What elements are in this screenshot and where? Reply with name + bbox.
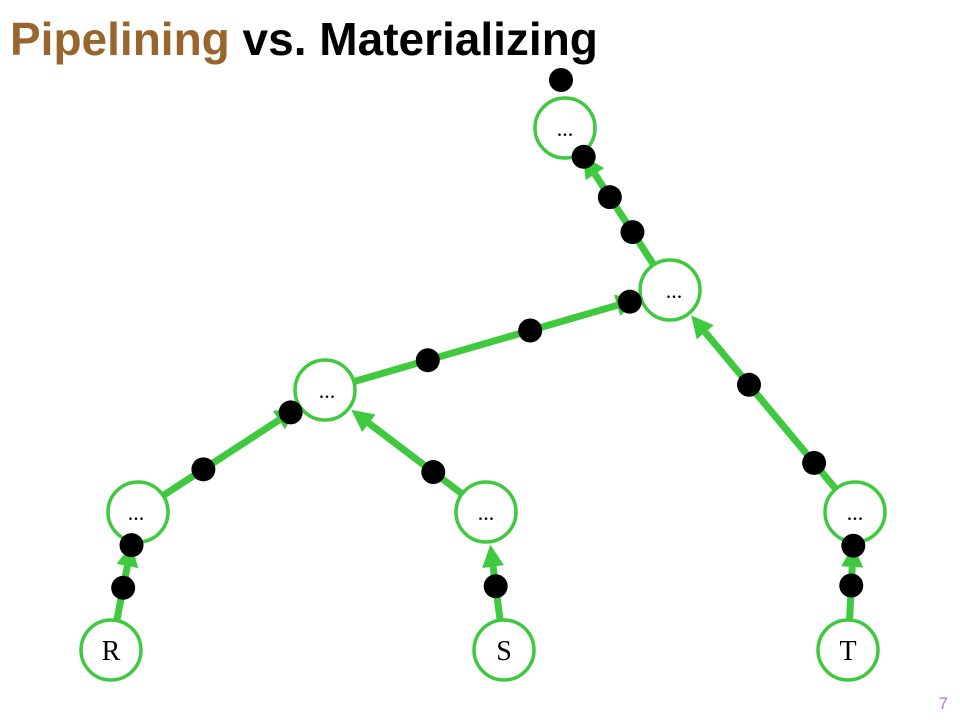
tuple-dot-table-r-to-r-op-2 <box>119 533 144 558</box>
node-circle-s-op <box>454 480 518 544</box>
node-circle-lower-join <box>293 358 357 422</box>
node-label-lower-join: ... <box>319 378 336 403</box>
edge-s-op-to-lower-join <box>366 420 465 497</box>
slide-title: Pipelining vs. Materializing <box>10 8 598 70</box>
tuple-dot-lower-join-to-upper-join-3 <box>617 289 642 314</box>
tuple-dot-upper-join-to-root-3 <box>571 144 596 169</box>
node-circle-table-s <box>472 618 536 682</box>
node-label-s-op: ... <box>478 500 495 525</box>
node-upper-join: ... <box>638 258 702 322</box>
node-r-op: ... <box>106 480 170 544</box>
node-root: ... <box>533 96 597 160</box>
node-table-t: T <box>816 618 880 682</box>
node-circle-table-r <box>79 618 143 682</box>
node-label-table-t: T <box>839 636 856 667</box>
tuple-dot-t-op-to-upper-join-1 <box>802 450 827 475</box>
title-highlight: Pipelining <box>10 13 230 65</box>
tuple-dot-lower-join-to-upper-join-2 <box>518 318 543 343</box>
node-label-root: ... <box>557 116 574 141</box>
node-label-r-op: ... <box>128 500 145 525</box>
node-s-op: ... <box>454 480 518 544</box>
slide-number: 7 <box>938 694 948 713</box>
node-label-upper-join: ... <box>666 278 683 303</box>
arrowhead-table-s-to-s-op <box>482 544 505 568</box>
tuple-dot-table-s-to-s-op-1 <box>483 574 508 599</box>
arrowhead-s-op-to-lower-join <box>351 409 376 432</box>
tuple-dot-table-t-to-t-op-1 <box>839 573 864 598</box>
tuple-dot-table-r-to-r-op-1 <box>111 575 136 600</box>
tuple-dot-lower-join-to-upper-join-1 <box>415 348 440 373</box>
tuple-dot-s-op-to-lower-join-1 <box>421 460 446 485</box>
edge-lower-join-to-upper-join <box>352 301 619 386</box>
tuple-dot-upper-join-to-root-2 <box>597 185 622 210</box>
node-lower-join: ... <box>293 358 357 422</box>
node-circle-upper-join <box>638 258 702 322</box>
tuple-dot-t-op-to-upper-join-2 <box>736 372 761 397</box>
node-circle-root <box>533 96 597 160</box>
node-label-table-r: R <box>102 636 121 667</box>
node-label-t-op: ... <box>847 500 864 525</box>
arrowhead-t-op-to-upper-join <box>691 315 714 340</box>
tuples-layer <box>111 68 866 600</box>
title-rest: vs. Materializing <box>229 13 598 65</box>
nodes-layer: .................. R S T <box>79 96 887 682</box>
node-t-op: ... <box>823 480 887 544</box>
node-circle-table-t <box>816 618 880 682</box>
tuple-dot-r-op-to-lower-join-2 <box>278 400 303 425</box>
tuple-dot-r-op-to-lower-join-1 <box>191 457 216 482</box>
tuple-dot-output <box>549 68 573 92</box>
node-table-s: S <box>472 618 536 682</box>
node-label-table-s: S <box>496 636 512 667</box>
edge-r-op-to-lower-join <box>161 417 281 499</box>
tuple-dot-table-t-to-t-op-2 <box>841 533 866 558</box>
tuple-dot-upper-join-to-root-1 <box>620 220 645 245</box>
node-table-r: R <box>79 618 143 682</box>
